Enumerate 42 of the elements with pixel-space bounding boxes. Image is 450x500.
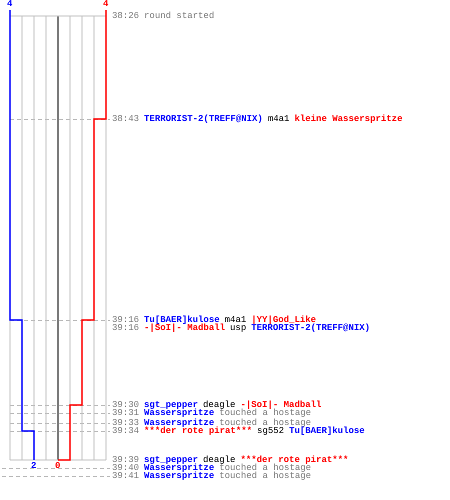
player-name: Wasserspritze: [144, 463, 214, 473]
timestamp: 38:43: [112, 114, 140, 124]
timestamp: 39:40: [112, 463, 140, 473]
event-text: touched a hostage: [219, 408, 312, 418]
event-text: touched a hostage: [219, 418, 312, 428]
player-name: Wasserspritze: [144, 471, 214, 481]
player-name: Tu[BAER]kulose: [289, 426, 365, 436]
player-name: |YY|God_Like: [251, 315, 316, 325]
timestamp: 39:39: [112, 455, 140, 465]
timestamp: 39:30: [112, 400, 140, 410]
player-count: 0: [55, 462, 60, 471]
player-count: 2: [31, 462, 36, 471]
player-name: Wasserspritze: [144, 408, 214, 418]
timestamp: 39:34: [112, 426, 140, 436]
player-name: sgt_pepper: [144, 455, 198, 465]
timestamp: 39:33: [112, 418, 140, 428]
player-name: ***der rote pirat***: [240, 455, 348, 465]
player-count: 4: [103, 0, 108, 9]
player-name: kleine Wasserspritze: [294, 114, 402, 124]
timestamp: 39:41: [112, 471, 140, 481]
player-name: TERRORIST-2(TREFF@NIX): [144, 114, 263, 124]
weapon-name: deagle: [203, 400, 236, 410]
event-text: touched a hostage: [219, 471, 312, 481]
timestamp: 39:16: [112, 323, 140, 333]
event-text: round started: [144, 11, 214, 21]
weapon-name: usp: [230, 323, 246, 333]
timestamp: 39:16: [112, 315, 140, 325]
player-name: ***der rote pirat***: [144, 426, 252, 436]
weapon-name: m4a1: [268, 114, 290, 124]
timestamp: 38:26: [112, 11, 140, 21]
weapon-name: sg552: [257, 426, 284, 436]
weapon-name: deagle: [203, 455, 236, 465]
player-name: sgt_pepper: [144, 400, 198, 410]
player-name: TERRORIST-2(TREFF@NIX): [251, 323, 370, 333]
player-name: Tu[BAER]kulose: [144, 315, 220, 325]
timestamp: 39:31: [112, 408, 140, 418]
weapon-name: m4a1: [224, 315, 246, 325]
player-name: Wasserspritze: [144, 418, 214, 428]
player-name: -|SoI|- Madball: [144, 323, 226, 333]
event-text: touched a hostage: [219, 463, 312, 473]
player-count: 4: [7, 0, 12, 9]
player-name: -|SoI|- Madball: [240, 400, 322, 410]
